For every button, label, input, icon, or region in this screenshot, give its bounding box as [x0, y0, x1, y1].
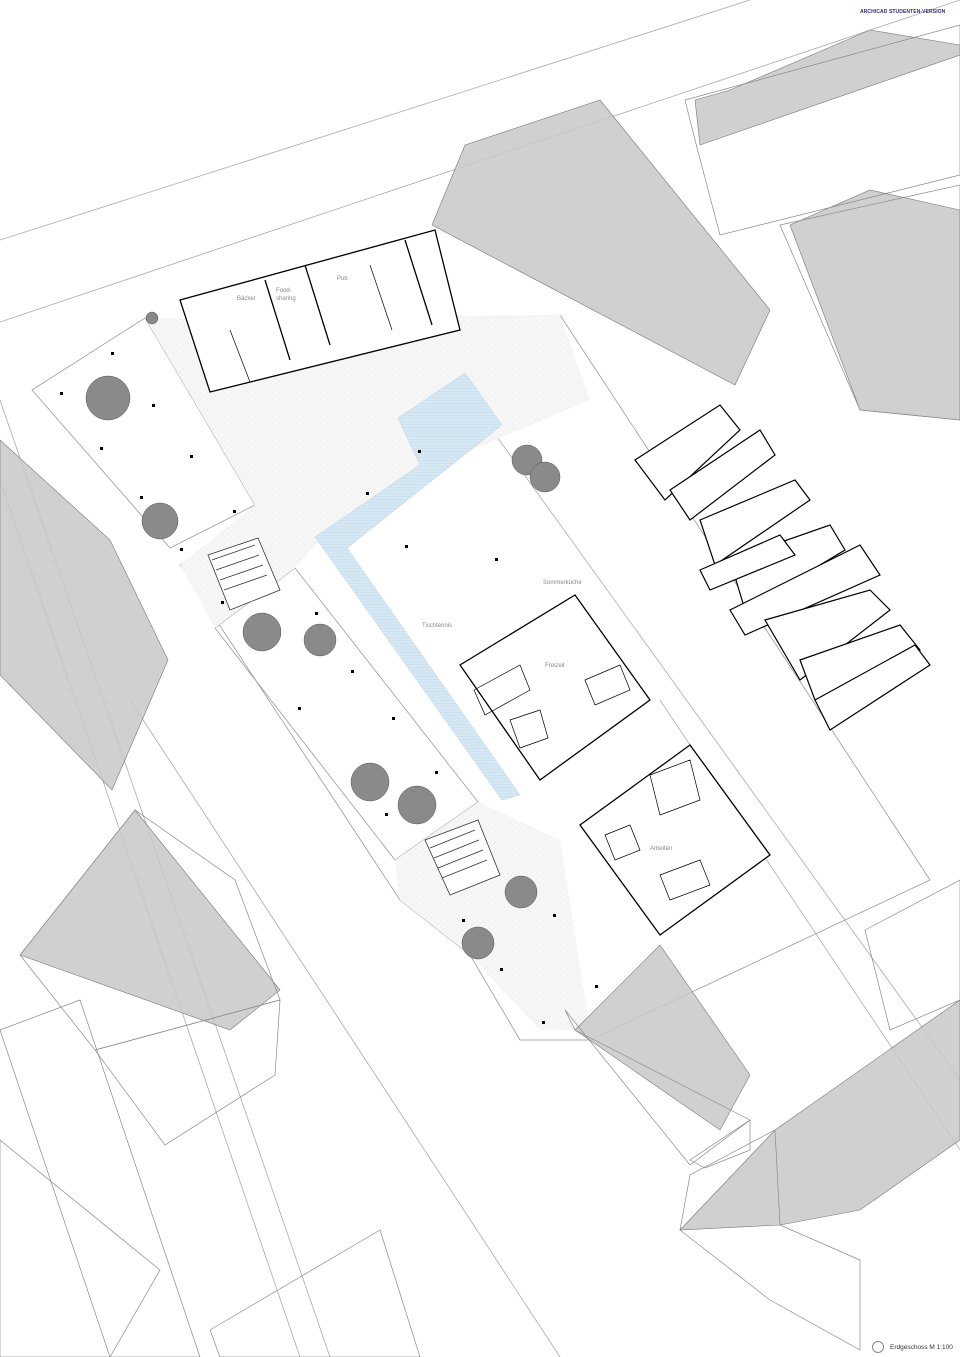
- stair-cores: [207, 537, 501, 896]
- label-pub: Pub: [337, 276, 348, 282]
- building-freizeit: [459, 594, 651, 781]
- label-foodsharing-1: Food-: [276, 288, 292, 294]
- label-tischtennis: Tischtennis: [422, 623, 452, 629]
- plan-caption: Erdgeschoss M 1:100: [872, 1341, 953, 1353]
- label-arbeiten: Arbeiten: [650, 846, 672, 852]
- label-baecker: Bäcker: [237, 296, 256, 302]
- building-shadows: [0, 29, 960, 1231]
- label-freizeit: Freizeit: [545, 663, 565, 669]
- north-arrow-icon: [872, 1341, 884, 1353]
- water-channel: [314, 372, 521, 801]
- building-north-shops: [179, 229, 461, 393]
- label-sommerkueche: Sommerküche: [543, 580, 582, 586]
- watermark: ARCHICAD STUDENTEN-VERSION: [860, 9, 946, 15]
- building-arbeiten: [579, 744, 771, 936]
- neighbour-buildings: [0, 24, 960, 1357]
- label-foodsharing-2: sharing: [276, 296, 296, 302]
- row-houses-east: [634, 404, 931, 731]
- trees: [85, 311, 561, 960]
- caption-text: Erdgeschoss M 1:100: [890, 1343, 953, 1351]
- bollards: [60, 352, 598, 1024]
